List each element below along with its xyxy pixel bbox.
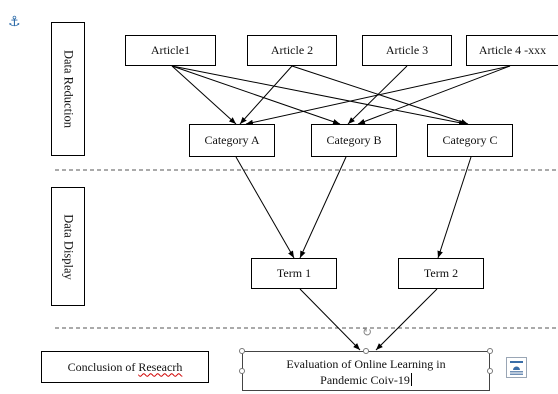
article-box-3[interactable]: Article 3 [362, 35, 452, 66]
term-box-2[interactable]: Term 2 [398, 258, 484, 289]
text-cursor [410, 373, 412, 386]
term-label: Term 1 [276, 266, 312, 280]
category-label: Category C [442, 133, 498, 147]
term-box-1[interactable]: Term 1 [251, 258, 337, 289]
connector-arrow[interactable] [239, 65, 293, 125]
evaluation-box[interactable]: Evaluation of Online Learning in Pandemi… [242, 351, 490, 391]
article-label: Article 3 [385, 43, 429, 57]
article-label: Article 2 [270, 43, 314, 57]
category-box-b[interactable]: Category B [311, 124, 397, 157]
connector-arrow[interactable] [171, 65, 341, 125]
term-label: Term 2 [423, 266, 459, 280]
resize-handle[interactable] [487, 348, 493, 354]
conclusion-box[interactable]: Conclusion of Reseacrh [41, 351, 209, 383]
connector-arrow[interactable] [357, 65, 511, 125]
evaluation-line-1: Evaluation of Online Learning in [286, 357, 446, 371]
connector-arrow[interactable] [171, 65, 237, 125]
resize-handle[interactable] [363, 348, 369, 354]
section-label-text: Data Display [61, 213, 76, 280]
article-label: Article 4 -xxx [478, 43, 547, 57]
article-box-4[interactable]: Article 4 -xxx [466, 35, 558, 66]
misspelled-word: Reseacrh [138, 359, 183, 374]
section-label-text: Data Reduction [61, 49, 76, 129]
article-label: Article1 [150, 43, 191, 57]
connector-arrow[interactable] [299, 156, 347, 259]
layout-options-icon[interactable] [506, 357, 527, 378]
resize-handle[interactable] [239, 368, 245, 374]
connector-arrow[interactable] [437, 156, 472, 259]
connector-arrow[interactable] [245, 65, 511, 126]
rotate-handle-icon[interactable]: ↻ [361, 325, 373, 339]
conclusion-label: Conclusion of [67, 359, 139, 374]
connector-arrow[interactable] [235, 156, 295, 259]
category-label: Category A [204, 133, 260, 147]
section-label-data-display[interactable]: Data Display [51, 187, 85, 306]
anchor-icon[interactable]: ⚓ [8, 14, 21, 30]
connector-arrow[interactable] [299, 288, 361, 351]
resize-handle[interactable] [487, 368, 493, 374]
connector-arrow[interactable] [171, 65, 467, 126]
article-box-2[interactable]: Article 2 [247, 35, 337, 66]
category-box-a[interactable]: Category A [189, 124, 275, 157]
article-box-1[interactable]: Article1 [125, 35, 216, 66]
resize-handle[interactable] [239, 348, 245, 354]
section-label-data-reduction[interactable]: Data Reduction [51, 22, 85, 156]
connector-arrow[interactable] [375, 288, 438, 351]
category-label: Category B [326, 133, 382, 147]
category-box-c[interactable]: Category C [427, 124, 513, 157]
evaluation-line-2: Pandemic Coiv-19 [320, 373, 410, 387]
